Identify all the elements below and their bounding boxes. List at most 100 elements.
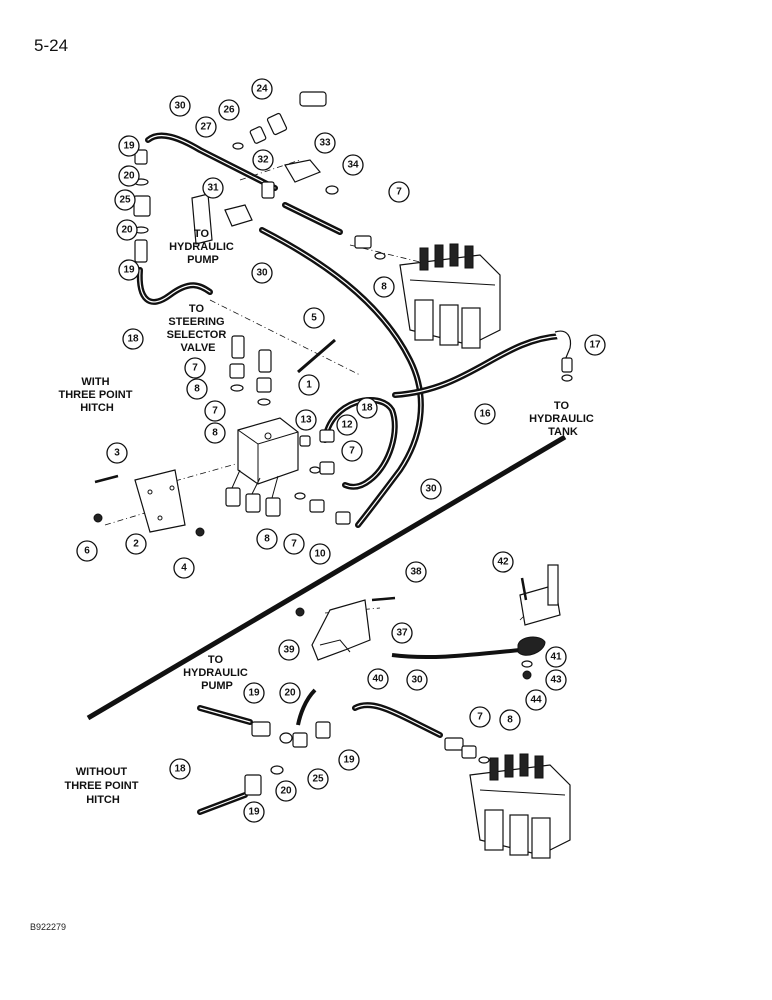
control-valve-bank-bottom — [469, 753, 571, 859]
label-to-hydraulic-tank: TO HYDRAULIC TANK — [529, 400, 597, 438]
callout-circle — [125, 533, 147, 555]
callout-number: 18 — [361, 403, 373, 414]
callout-number: 25 — [312, 774, 324, 785]
callout-circle — [243, 801, 265, 823]
callout-8: 8 — [204, 422, 226, 444]
callout-number: 41 — [550, 652, 562, 663]
callout-6: 6 — [76, 540, 98, 562]
callout-circle — [243, 682, 265, 704]
callout-number: 18 — [174, 764, 186, 775]
upper-hose-to-valve — [282, 202, 343, 235]
callout-24: 24 — [251, 78, 273, 100]
callout-31: 31 — [202, 177, 224, 199]
callout-19: 19 — [243, 682, 265, 704]
page-number: 5-24 — [34, 36, 69, 55]
callout-19: 19 — [118, 135, 140, 157]
callout-number: 3 — [114, 448, 120, 459]
callout-number: 19 — [123, 265, 135, 276]
callout-20: 20 — [279, 682, 301, 704]
callout-7: 7 — [388, 181, 410, 203]
callout-circle — [118, 165, 140, 187]
callout-7: 7 — [341, 440, 363, 462]
callout-circle — [169, 758, 191, 780]
callout-circle — [373, 276, 395, 298]
callout-32: 32 — [252, 149, 274, 171]
callout-number: 13 — [300, 415, 312, 426]
callout-3: 3 — [106, 442, 128, 464]
hose-18-mid — [322, 397, 398, 490]
callout-circle — [545, 646, 567, 668]
clamp-bracket-42 — [517, 564, 561, 680]
callout-18: 18 — [122, 328, 144, 350]
bracket-37 — [295, 596, 396, 661]
callout-circle — [295, 409, 317, 431]
callout-circle — [499, 709, 521, 731]
callout-10: 10 — [309, 543, 331, 565]
callout-circle — [116, 219, 138, 241]
callout-38: 38 — [405, 561, 427, 583]
callout-circle — [420, 478, 442, 500]
callout-circle — [474, 403, 496, 425]
upper-hose-30 — [145, 132, 278, 191]
callout-circle — [279, 682, 301, 704]
callout-41: 41 — [545, 646, 567, 668]
callout-8: 8 — [186, 378, 208, 400]
callout-number: 26 — [223, 105, 235, 116]
callout-7: 7 — [184, 357, 206, 379]
callout-circle — [278, 639, 300, 661]
control-valve-bank-top — [399, 243, 501, 349]
callout-number: 37 — [396, 628, 408, 639]
callout-30: 30 — [169, 95, 191, 117]
callout-number: 7 — [192, 363, 198, 374]
callout-19: 19 — [118, 259, 140, 281]
callout-circle — [251, 78, 273, 100]
callout-43: 43 — [545, 669, 567, 691]
label-without-three-point-hitch: WITHOUT THREE POINT HITCH — [64, 766, 141, 806]
callout-number: 27 — [200, 122, 212, 133]
callout-26: 26 — [218, 99, 240, 121]
fittings-12-13 — [294, 429, 351, 525]
callout-number: 8 — [212, 428, 218, 439]
label-to-hydraulic-pump-top: TO HYDRAULIC PUMP — [169, 228, 237, 266]
callout-33: 33 — [314, 132, 336, 154]
callout-number: 7 — [396, 187, 402, 198]
callout-number: 30 — [256, 268, 268, 279]
fittings-7-8-left — [229, 335, 272, 406]
hose-16 — [392, 333, 563, 398]
callout-8: 8 — [256, 528, 278, 550]
callout-circle — [341, 440, 363, 462]
curved-hose-segment — [296, 648, 521, 726]
callout-circle — [367, 668, 389, 690]
callout-20: 20 — [118, 165, 140, 187]
callout-20: 20 — [275, 780, 297, 802]
callout-number: 7 — [212, 406, 218, 417]
section-divider — [86, 434, 567, 721]
callout-circle — [195, 116, 217, 138]
callout-number: 20 — [280, 786, 292, 797]
fitting-tee-33 — [261, 159, 339, 199]
callout-number: 39 — [283, 645, 295, 656]
callout-30: 30 — [420, 478, 442, 500]
callout-circle — [173, 557, 195, 579]
callout-number: 20 — [121, 225, 133, 236]
callout-44: 44 — [525, 689, 547, 711]
callout-number: 1 — [306, 380, 312, 391]
callout-number: 18 — [127, 334, 139, 345]
callout-number: 4 — [181, 563, 187, 574]
callout-circle — [118, 259, 140, 281]
callout-number: 25 — [119, 195, 131, 206]
callout-number: 6 — [84, 546, 90, 557]
callout-circle — [525, 689, 547, 711]
callout-25: 25 — [114, 189, 136, 211]
callout-7: 7 — [283, 533, 305, 555]
fitting-tee-31 — [191, 193, 253, 245]
callout-number: 19 — [123, 141, 135, 152]
callout-30: 30 — [406, 669, 428, 691]
fitting-column-left — [133, 149, 151, 263]
callout-number: 7 — [477, 712, 483, 723]
callout-13: 13 — [295, 409, 317, 431]
bottom-hose-18 — [197, 792, 248, 815]
callout-circle — [204, 422, 226, 444]
bottom-pump-hose — [197, 705, 253, 725]
